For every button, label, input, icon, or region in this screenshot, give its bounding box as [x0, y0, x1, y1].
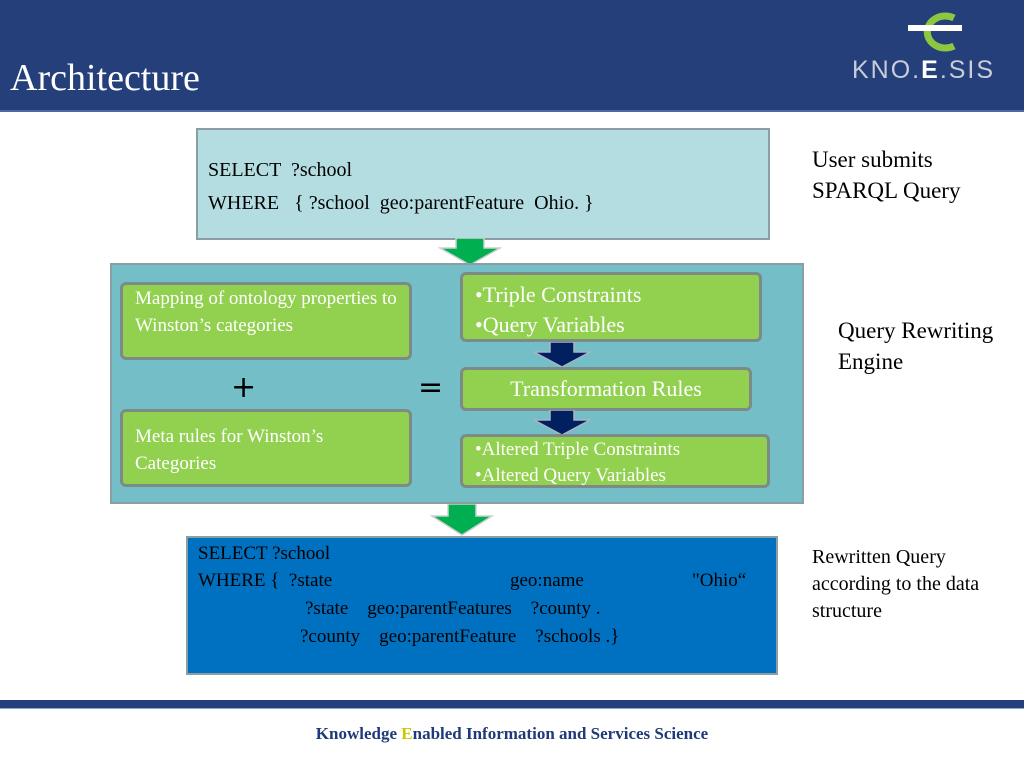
- down-arrow-icon: [533, 410, 591, 436]
- mapping-box: Mapping of ontology properties to Winsto…: [120, 282, 412, 360]
- input-query-box: SELECT ?school WHERE { ?school geo:paren…: [196, 128, 770, 240]
- query-line-where: WHERE { ?school geo:parentFeature Ohio. …: [208, 192, 594, 214]
- label-rewriting-engine: Query Rewriting Engine: [838, 318, 994, 374]
- rewritten-line-ohio: "Ohio“: [692, 570, 747, 591]
- knoesis-e-icon: [908, 12, 962, 52]
- down-arrow-icon: [430, 504, 494, 536]
- plus-operator: +: [231, 370, 257, 405]
- query-variables-item: •Query Variables: [475, 312, 625, 337]
- triple-constraints-box: •Triple Constraints •Query Variables: [460, 272, 762, 342]
- rewritten-query-box: SELECT ?school WHERE { ?state geo:name "…: [186, 536, 778, 675]
- rewritten-line-geo-name: geo:name: [510, 570, 584, 591]
- label-rewritten-query: Rewritten Query according to the data st…: [812, 546, 980, 622]
- altered-constraints-box: •Altered Triple Constraints •Altered Que…: [460, 434, 770, 488]
- equals-operator: =: [418, 370, 444, 405]
- header-bar: Architecture KNO.E.SIS: [0, 0, 1024, 112]
- rewritten-line-state: ?state geo:parentFeatures ?county .: [305, 598, 601, 619]
- footer-divider: [0, 708, 1024, 709]
- footer-text: Knowledge Enabled Information and Servic…: [315, 724, 709, 743]
- rewritten-line-select: SELECT ?school: [198, 543, 331, 564]
- label-user-submits: User submits SPARQL Query: [812, 147, 961, 203]
- knoesis-logo: KNO.E.SIS: [846, 8, 1016, 88]
- query-line-select: SELECT ?school: [208, 159, 353, 181]
- slide-title: Architecture: [10, 57, 200, 99]
- logo-text: KNO.E.SIS: [852, 56, 996, 84]
- altered-triple-constraints-item: •Altered Triple Constraints: [475, 439, 681, 460]
- footer-bar: [0, 700, 1024, 708]
- altered-query-variables-item: •Altered Query Variables: [475, 465, 666, 486]
- rewritten-line-where: WHERE { ?state: [198, 570, 333, 591]
- transformation-rules-box: Transformation Rules: [460, 367, 752, 411]
- triple-constraints-item: •Triple Constraints: [475, 282, 642, 307]
- meta-rules-box: Meta rules for Winston’s Categories: [120, 409, 412, 487]
- rewritten-line-county: ?county geo:parentFeature ?schools .}: [300, 626, 620, 647]
- down-arrow-icon: [438, 238, 502, 266]
- down-arrow-icon: [533, 342, 591, 368]
